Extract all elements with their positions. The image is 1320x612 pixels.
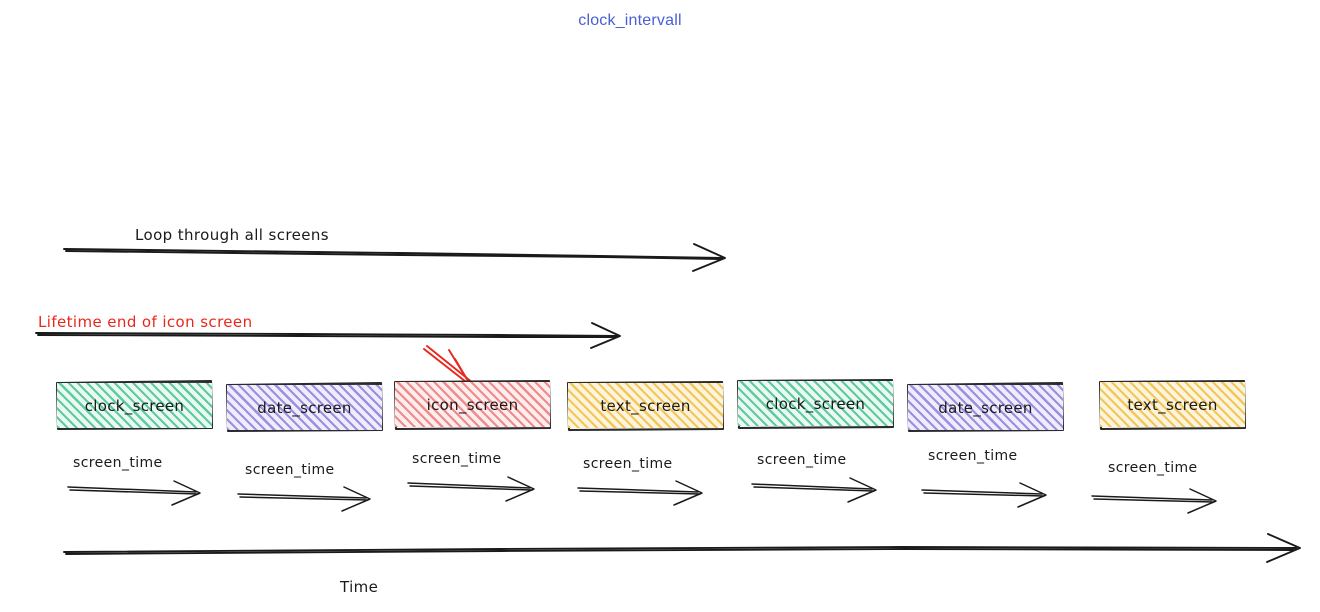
time-axis-arrow (63, 533, 1301, 563)
screen-box-date-screen-1[interactable]: date_screen (227, 385, 382, 430)
screen-box-label: clock_screen (765, 394, 866, 413)
lifetime-arrow-label: Lifetime end of icon screen (38, 313, 253, 331)
screen-box-label: date_screen (257, 398, 352, 417)
loop-through-all-screens-arrow (63, 243, 726, 272)
screen-box-icon-screen[interactable]: icon_screen (395, 382, 550, 427)
screen-box-label: date_screen (938, 398, 1033, 417)
screen-box-clock-screen-1[interactable]: clock_screen (57, 383, 212, 428)
screen-time-label-2: screen_time (245, 462, 335, 478)
page-title: clock_intervall (578, 12, 682, 29)
screen-box-clock-screen-2[interactable]: clock_screen (738, 381, 893, 426)
screen-time-label-5: screen_time (757, 452, 847, 468)
screen-time-label-4: screen_time (583, 456, 673, 472)
screen-time-label-6: screen_time (928, 448, 1018, 464)
screen-box-text-screen-2[interactable]: text_screen (1100, 382, 1245, 427)
screen-time-label-1: screen_time (73, 455, 163, 471)
screen-box-label: icon_screen (426, 395, 519, 414)
screen-box-label: text_screen (1127, 395, 1218, 414)
icon-screen-pointer-arrow (423, 345, 474, 387)
screen-time-arrows (67, 476, 1217, 514)
time-axis-label: Time (340, 578, 379, 596)
screen-time-label-7: screen_time (1108, 460, 1198, 476)
screen-box-label: clock_screen (84, 396, 185, 415)
screen-box-date-screen-2[interactable]: date_screen (908, 385, 1063, 430)
screen-time-label-3: screen_time (412, 451, 502, 467)
screen-box-label: text_screen (600, 396, 691, 415)
screen-box-text-screen-1[interactable]: text_screen (568, 383, 723, 428)
loop-arrow-label: Loop through all screens (135, 226, 330, 244)
